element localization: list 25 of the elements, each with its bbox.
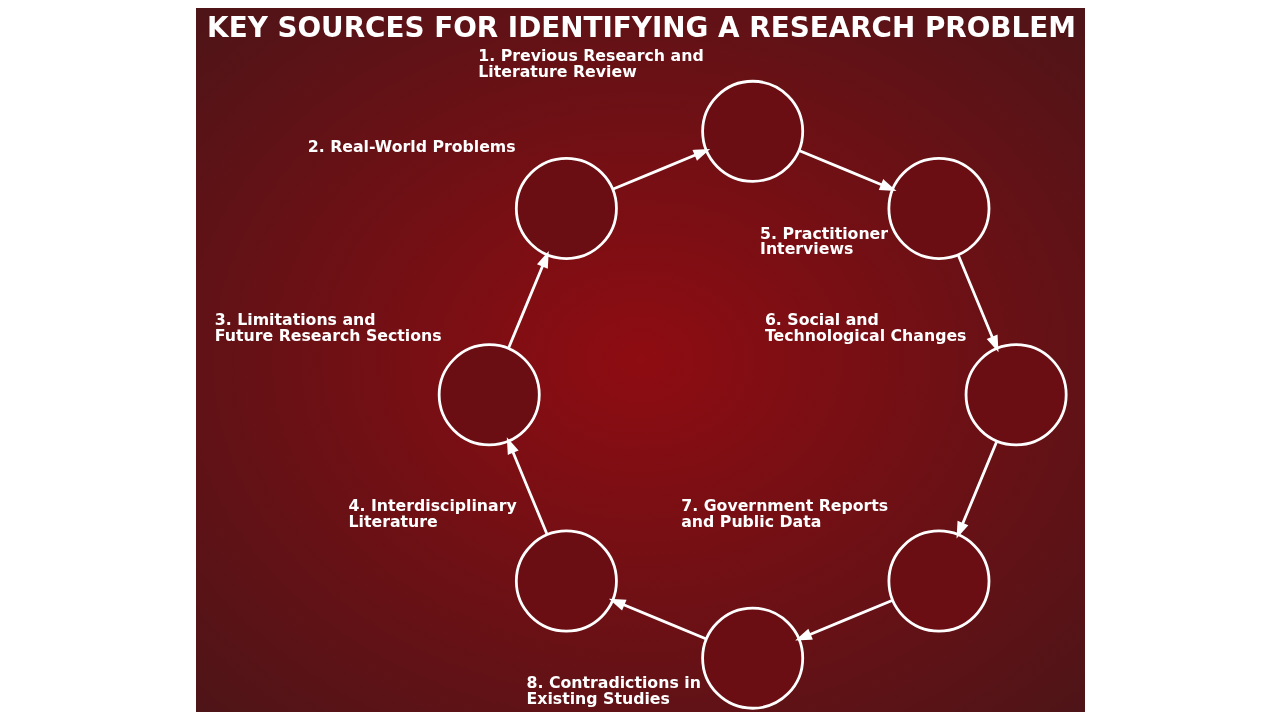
arrow bbox=[797, 149, 896, 191]
node-label: 6. Social and Technological Changes bbox=[764, 309, 966, 345]
arrow bbox=[506, 437, 548, 536]
node-label: 7. Government Reports and Public Data bbox=[680, 496, 888, 531]
node-label: 1. Previous Research and Literature Review bbox=[477, 46, 704, 82]
node-circle bbox=[514, 157, 618, 260]
node-label: 8. Contradictions in Existing Studies bbox=[525, 673, 701, 709]
arrow bbox=[956, 254, 999, 353]
node-circle bbox=[437, 343, 541, 447]
node-label: 5. Practitioner Interviews bbox=[759, 223, 888, 259]
node-label: 3. Limitations and Future Research Sections bbox=[214, 309, 442, 345]
node-circle bbox=[887, 529, 990, 633]
diagram-title: KEY SOURCES FOR IDENTIFYING A RESEARCH PROBLEM bbox=[206, 10, 1076, 44]
node-circle bbox=[887, 157, 990, 260]
node-label: 4. Interdisciplinary Literature bbox=[348, 496, 517, 531]
arrow bbox=[794, 598, 893, 641]
arrow bbox=[608, 598, 707, 641]
arrow bbox=[956, 440, 998, 539]
node-circle bbox=[514, 529, 618, 633]
node-label: 2. Real-World Problems bbox=[307, 137, 516, 157]
arrow bbox=[611, 148, 710, 191]
arrow bbox=[506, 250, 549, 349]
node-circle bbox=[700, 606, 804, 710]
node-circle bbox=[964, 343, 1068, 447]
node-circle bbox=[700, 79, 804, 183]
